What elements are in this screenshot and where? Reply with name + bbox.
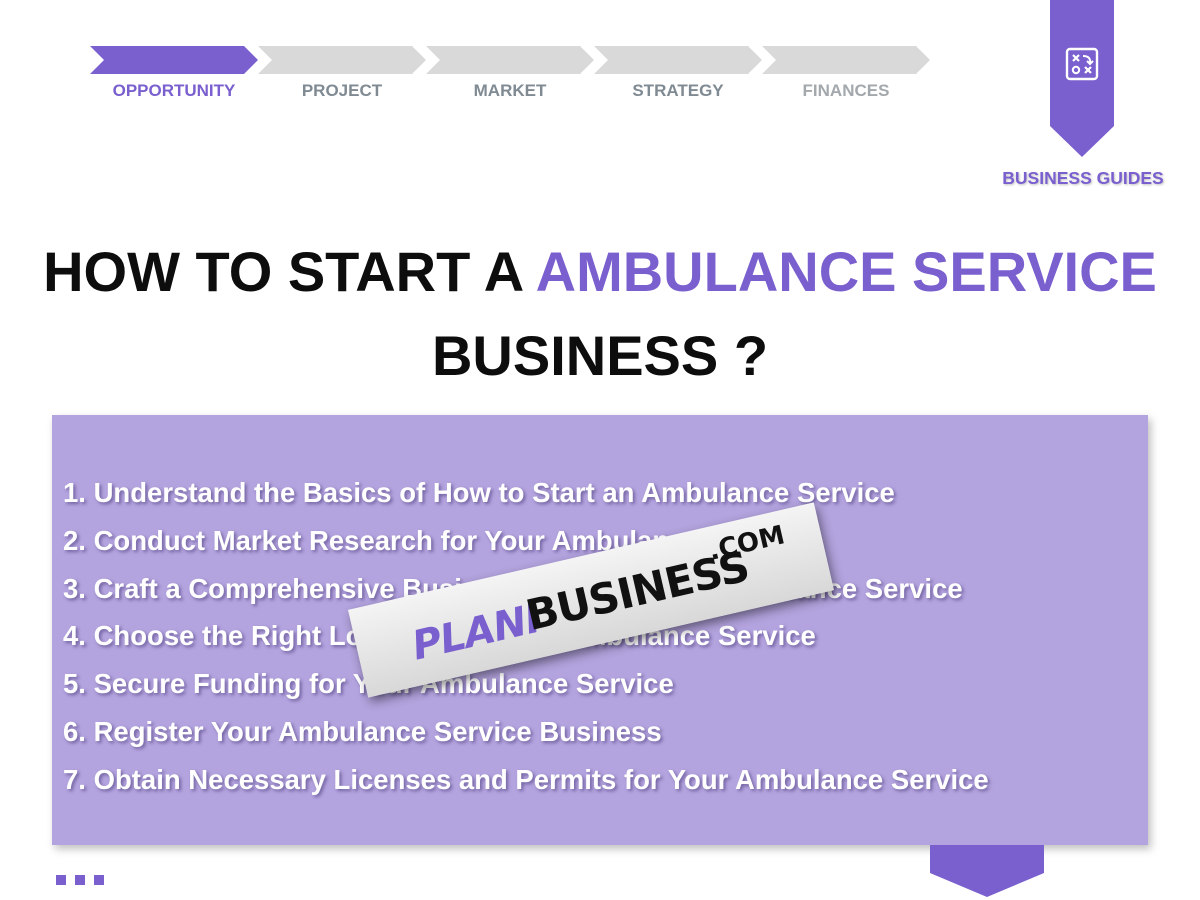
title-line-1: HOW TO START A AMBULANCE SERVICE — [0, 230, 1200, 314]
scroll-down-tab[interactable] — [930, 845, 1044, 897]
step-strategy[interactable]: STRATEGY — [594, 46, 764, 106]
dot — [75, 875, 85, 885]
business-guides-ribbon[interactable] — [1050, 0, 1114, 157]
more-indicator[interactable] — [56, 872, 113, 890]
step-chevron — [762, 46, 930, 74]
step-opportunity[interactable]: OPPORTUNITY — [90, 46, 260, 106]
dot — [56, 875, 66, 885]
dot — [94, 875, 104, 885]
list-item[interactable]: 5. Secure Funding for Your Ambulance Ser… — [63, 668, 674, 700]
step-label: FINANCES — [802, 81, 890, 100]
page-title: HOW TO START A AMBULANCE SERVICE BUSINES… — [0, 230, 1200, 398]
watermark-dotcom: .COM — [705, 520, 788, 567]
step-label: MARKET — [473, 81, 547, 100]
watermark-plani: PLANI — [407, 595, 545, 670]
list-item[interactable]: 1. Understand the Basics of How to Start… — [63, 477, 895, 508]
step-label: PROJECT — [301, 81, 383, 100]
step-chevron — [426, 46, 594, 74]
title-prefix: HOW TO START A — [43, 240, 523, 303]
step-finances[interactable]: FINANCES — [762, 46, 932, 106]
list-item[interactable]: 6. Register Your Ambulance Service Busin… — [63, 715, 662, 747]
business-guides-label[interactable]: BUSINESS GUIDES — [1002, 168, 1164, 188]
progress-steps: OPPORTUNITY PROJECT MARKET STRATEGY FINA… — [90, 46, 935, 106]
strategy-board-icon — [1065, 47, 1099, 81]
step-label: STRATEGY — [632, 81, 724, 100]
step-project[interactable]: PROJECT — [258, 46, 428, 106]
step-label: OPPORTUNITY — [112, 81, 236, 100]
step-chevron — [258, 46, 426, 74]
step-market[interactable]: MARKET — [426, 46, 596, 106]
list-item[interactable]: 7. Obtain Necessary Licenses and Permits… — [63, 763, 989, 795]
title-suffix: BUSINESS ? — [431, 324, 769, 387]
title-accent: AMBULANCE SERVICE — [535, 240, 1157, 303]
step-chevron — [90, 46, 258, 74]
step-chevron — [594, 46, 762, 74]
